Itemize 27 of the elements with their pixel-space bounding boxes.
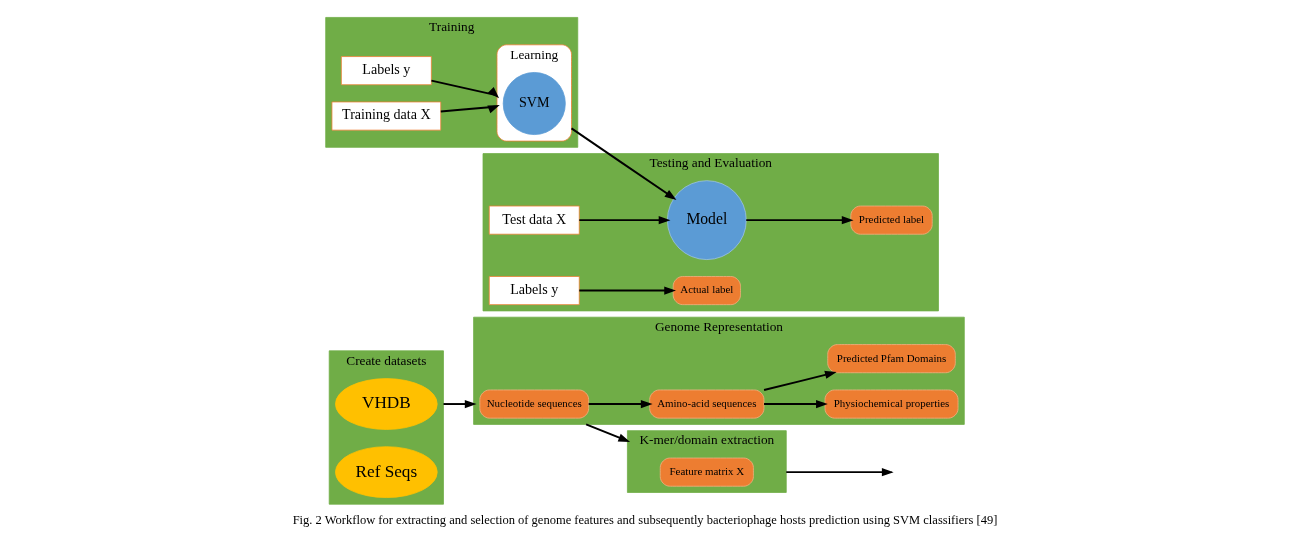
arrow [745, 216, 854, 225]
node-box: Actual label [672, 276, 741, 306]
arrow [763, 399, 828, 409]
node-box: Labels y [340, 56, 432, 86]
arrow [587, 399, 653, 409]
arrow [585, 423, 631, 442]
node-box: Amino-acid sequences [649, 389, 765, 419]
node-ellipse: Ref Seqs [335, 446, 438, 498]
node-box: Predicted label [850, 205, 933, 235]
arrow [439, 105, 500, 114]
node-box: Test data X [488, 205, 580, 235]
caption: Fig. 2 Workflow for extracting and selection of genome features and subsequently bacteriophage hosts prediction using SVM classifiers [49] [292, 512, 998, 527]
node-circle: SVM [502, 72, 566, 135]
node-box: Feature matrix X [659, 457, 754, 487]
arrow [578, 216, 671, 225]
node-box: Predicted Pfam Domains [827, 344, 956, 374]
arrow [763, 370, 837, 392]
node-ellipse: VHDB [335, 378, 438, 430]
node-circle: Model [667, 180, 747, 260]
arrow [442, 399, 477, 409]
arrow [430, 79, 500, 99]
node-box: Nucleotide sequences [479, 389, 590, 419]
node-box: Labels y [488, 276, 580, 306]
node-box: Training data X [331, 101, 442, 131]
arrow [578, 286, 676, 295]
arrow [570, 127, 677, 200]
node-box: Physiochemical properties [824, 389, 959, 419]
